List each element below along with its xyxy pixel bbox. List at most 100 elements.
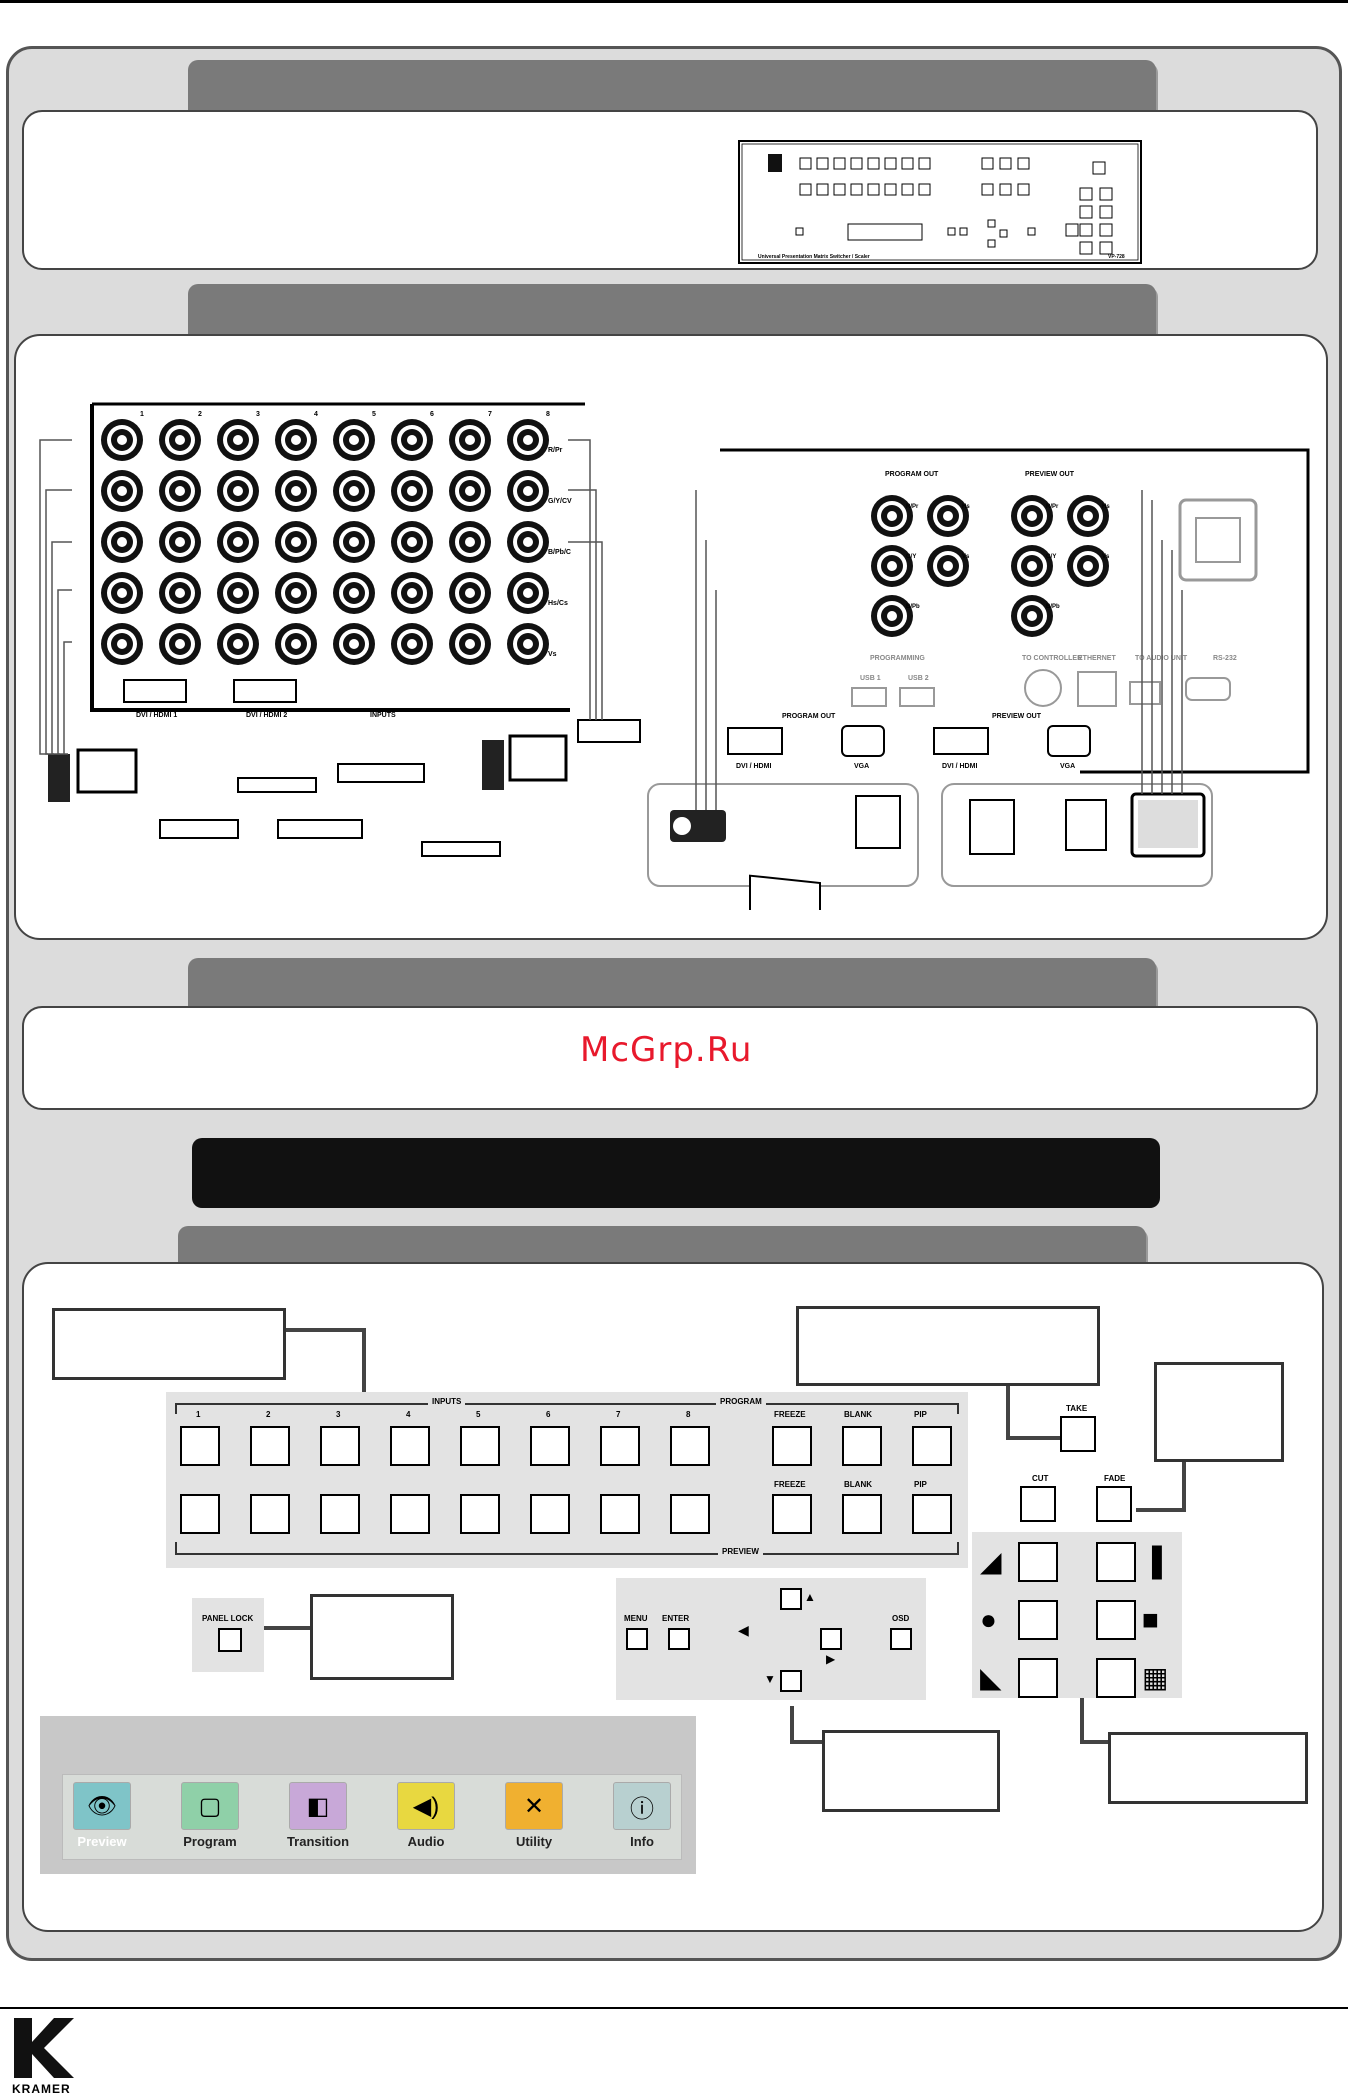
lcd-monitor-1	[855, 795, 901, 849]
menu-tab-label: Utility	[515, 1834, 553, 1849]
dvi-out-label-1: DVI / HDMI	[736, 763, 771, 770]
bnc-input-connector	[275, 572, 317, 614]
preview-out-label: PREVIEW OUT	[1025, 471, 1075, 478]
menu-label: MENU	[624, 1614, 648, 1623]
transition-effect-button[interactable]	[1096, 1542, 1136, 1582]
output-pin-label: R/Pr	[906, 504, 919, 510]
menu-tab-preview[interactable]: 👁Preview	[70, 1782, 134, 1854]
bnc-output-connector	[1067, 495, 1109, 537]
rear-row-label: G/Y/CV	[548, 498, 572, 505]
program-input-button[interactable]	[180, 1426, 220, 1466]
output-pin-label: G/Y	[906, 554, 916, 560]
input-number-label: 6	[546, 1410, 551, 1419]
input-number-label: 5	[476, 1410, 481, 1419]
bnc-input-connector	[507, 470, 549, 512]
preview-input-button[interactable]	[390, 1494, 430, 1534]
transition-effects-block	[972, 1532, 1182, 1698]
menu-tab-transition[interactable]: ◧Transition	[286, 1782, 350, 1854]
preview-function-label: BLANK	[844, 1480, 872, 1489]
preview-input-button[interactable]	[460, 1494, 500, 1534]
fade-label: FADE	[1104, 1474, 1126, 1483]
bnc-output-connector	[927, 545, 969, 587]
dvi-label-1: DVI / HDMI 1	[136, 712, 177, 719]
nav-down-button[interactable]	[780, 1670, 802, 1692]
bnc-input-connector	[391, 623, 433, 665]
program-blank-button[interactable]	[842, 1426, 882, 1466]
rear-column-number: 1	[140, 411, 144, 418]
bnc-input-connector	[275, 419, 317, 461]
preview-input-button[interactable]	[320, 1494, 360, 1534]
preview-blank-button[interactable]	[842, 1494, 882, 1534]
nav-up-button[interactable]	[780, 1588, 802, 1610]
preview-input-button[interactable]	[530, 1494, 570, 1534]
menu-tab-audio[interactable]: ◀)Audio	[394, 1782, 458, 1854]
program-input-button[interactable]	[390, 1426, 430, 1466]
lcd-monitor-2	[969, 799, 1015, 855]
dvi-label-2: DVI / HDMI 2	[246, 712, 287, 719]
cut-label: CUT	[1032, 1474, 1049, 1483]
preview-input-button[interactable]	[600, 1494, 640, 1534]
program-input-button[interactable]	[250, 1426, 290, 1466]
preview-pip-button[interactable]	[912, 1494, 952, 1534]
preview-input-button[interactable]	[250, 1494, 290, 1534]
program-pip-button[interactable]	[912, 1426, 952, 1466]
inputs-label: INPUTS	[428, 1397, 466, 1406]
preview-input-button[interactable]	[670, 1494, 710, 1534]
input-number-label: 8	[686, 1410, 691, 1419]
enter-button[interactable]	[668, 1628, 690, 1650]
program-input-button[interactable]	[460, 1426, 500, 1466]
menu-tab-utility[interactable]: ✕Utility	[502, 1782, 566, 1854]
callout-inputs	[52, 1308, 286, 1380]
program-input-button[interactable]	[600, 1426, 640, 1466]
transition-effect-button[interactable]	[1018, 1658, 1058, 1698]
nav-right-button[interactable]	[820, 1628, 842, 1650]
input-number-label: 7	[616, 1410, 621, 1419]
transition-effect-button[interactable]	[1018, 1542, 1058, 1582]
bnc-input-connector	[101, 572, 143, 614]
corner-icon: ◣	[980, 1662, 1002, 1693]
bnc-input-connector	[101, 623, 143, 665]
preview-input-button[interactable]	[180, 1494, 220, 1534]
bnc-input-connector	[449, 419, 491, 461]
menu-tab-program[interactable]: ▢ Program	[178, 1782, 242, 1854]
footer-brand: KRAMER	[12, 2082, 71, 2096]
take-label: TAKE	[1066, 1404, 1088, 1413]
program-out-label-2: PROGRAM OUT	[782, 713, 836, 720]
menu-tab-label: Program	[183, 1834, 237, 1849]
osd-button[interactable]	[890, 1628, 912, 1650]
program-input-button[interactable]	[670, 1426, 710, 1466]
rear-row-label: R/Pr	[548, 447, 563, 454]
projector	[670, 810, 726, 842]
monitor-icon: ▢	[181, 1782, 239, 1830]
program-function-label: FREEZE	[774, 1410, 806, 1419]
panel-lock-button[interactable]	[218, 1628, 242, 1652]
kramer-logo-small	[768, 154, 782, 172]
arrow-left-icon[interactable]: ◀	[738, 1622, 749, 1638]
bnc-input-connector	[333, 572, 375, 614]
vga-out-label-1: VGA	[854, 763, 869, 770]
lcd-monitor-3	[1065, 799, 1107, 851]
menu-tab-label: Preview	[77, 1834, 127, 1849]
fade-button[interactable]	[1096, 1486, 1132, 1522]
rear-column-number: 4	[314, 411, 318, 418]
program-input-button[interactable]	[320, 1426, 360, 1466]
output-pin-label: Vs	[962, 554, 970, 560]
program-freeze-button[interactable]	[772, 1426, 812, 1466]
bnc-input-connector	[217, 521, 259, 563]
cut-button[interactable]	[1020, 1486, 1056, 1522]
program-input-button[interactable]	[530, 1426, 570, 1466]
preview-freeze-button[interactable]	[772, 1494, 812, 1534]
front-button-frame	[175, 1403, 959, 1555]
notes-panel	[22, 1006, 1318, 1110]
rear-row-label: Vs	[548, 651, 557, 658]
bnc-input-connector	[333, 623, 375, 665]
take-button[interactable]	[1060, 1416, 1096, 1452]
bnc-input-connector	[391, 572, 433, 614]
rear-column-number: 7	[488, 411, 492, 418]
menu-button[interactable]	[626, 1628, 648, 1650]
transition-effect-button[interactable]	[1096, 1600, 1136, 1640]
transition-effect-button[interactable]	[1018, 1600, 1058, 1640]
transition-effect-button[interactable]	[1096, 1658, 1136, 1698]
